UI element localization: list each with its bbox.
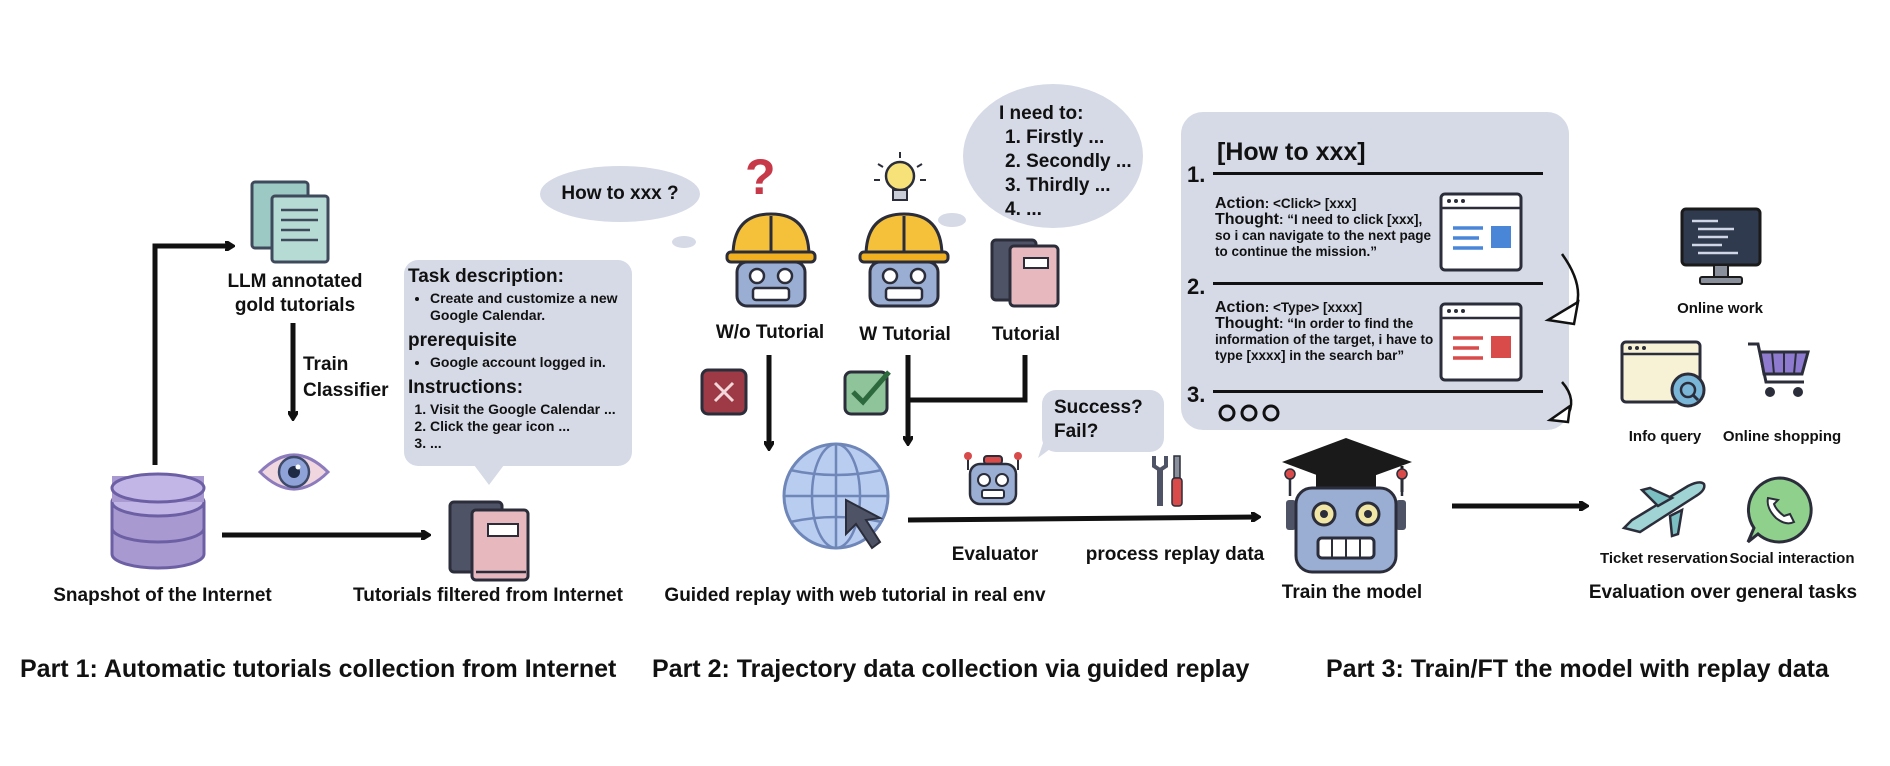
prereq-item: Google account logged in. (430, 354, 622, 371)
tutorial-label: Tutorial (991, 324, 1061, 345)
success-bubble-tail (1038, 440, 1062, 458)
success-fail-bubble: Success? Fail? (1042, 390, 1164, 452)
train-label: Train (303, 354, 349, 375)
train-model-label: Train the model (1281, 582, 1423, 603)
step2-action-val: : <Type> [xxxx] (1264, 300, 1363, 315)
train-classifier-label: Train Classifier (303, 352, 389, 404)
instruction-item: Click the gear icon ... (430, 418, 622, 435)
step2-thought-key: Thought (1215, 315, 1279, 332)
evaluation-label: Evaluation over general tasks (1588, 582, 1858, 603)
tools-icon (1152, 455, 1183, 507)
ticket-reservation-label: Ticket reservation (1599, 550, 1729, 567)
plan-text: I need to: 1. Firstly ... 2. Secondly ..… (999, 102, 1132, 222)
gold-label-line2: gold tutorials (234, 295, 356, 316)
how-to-text: How to xxx ? (561, 183, 679, 204)
step1-thought-val: : “I need to click [xxx], so i can navig… (1215, 212, 1432, 259)
online-shopping-label: Online shopping (1722, 428, 1842, 445)
prerequisite-heading: prerequisite (408, 330, 517, 351)
graduate-robot-icon (1282, 438, 1412, 574)
card-divider (1213, 390, 1543, 393)
evaluator-label: Evaluator (951, 544, 1039, 565)
plan-step: 2. Secondly ... (1005, 151, 1132, 172)
task-item: Create and customize a new Google Calend… (430, 290, 622, 324)
robot-without-tutorial-icon (725, 212, 817, 308)
airplane-icon (1621, 481, 1706, 538)
plan-line-heading: I need to: (999, 103, 1084, 124)
gold-tutorials-label: LLM annotated gold tutorials (205, 270, 385, 318)
part1-title: Part 1: Automatic tutorials collection f… (20, 655, 617, 683)
evaluator-robot-icon (964, 452, 1022, 506)
part3-title: Part 3: Train/FT the model with replay d… (1326, 655, 1829, 683)
step-number-2: 2. (1187, 274, 1206, 299)
shopping-cart-icon (1748, 342, 1810, 397)
prereq-items-list: Google account logged in. (408, 354, 622, 371)
classifier-label: Classifier (303, 380, 389, 401)
success-check-icon (843, 370, 891, 416)
card-flow-arrows (1544, 253, 1580, 424)
instructions-heading: Instructions: (408, 377, 524, 398)
database-icon (110, 472, 206, 570)
part2-title: Part 2: Trajectory data collection via g… (652, 655, 1250, 683)
guided-replay-label: Guided replay with web tutorial in real … (664, 585, 1046, 606)
task-heading: Task description: (408, 266, 564, 287)
step-number-1: 1. (1187, 162, 1206, 187)
plan-step: 3. Thirdly ... (1005, 175, 1111, 196)
robot-with-tutorial-icon (858, 212, 950, 308)
browser-window-icon (1439, 302, 1523, 382)
filtered-label: Tutorials filtered from Internet (353, 585, 623, 606)
fail-text: Fail? (1054, 421, 1099, 442)
task-items-list: Create and customize a new Google Calend… (408, 290, 622, 324)
step-number-3: 3. (1187, 382, 1206, 407)
card-divider (1213, 282, 1543, 285)
instruction-item: Visit the Google Calendar ... (430, 401, 622, 418)
thought-dot (938, 213, 966, 227)
wo-tutorial-label: W/o Tutorial (715, 322, 825, 343)
process-replay-label: process replay data (1085, 544, 1265, 565)
plan-thought-bubble: I need to: 1. Firstly ... 2. Secondly ..… (963, 84, 1143, 228)
line-tutorial-join (908, 355, 1028, 403)
gold-label-line1: LLM annotated (227, 271, 363, 292)
step1-action-key: Action (1215, 195, 1265, 212)
online-work-label: Online work (1677, 300, 1763, 317)
arrow-replay-to-model (907, 517, 1258, 523)
w-tutorial-label: W Tutorial (859, 324, 951, 345)
task-box-tail (474, 465, 504, 485)
arrow-db-to-gold (152, 246, 232, 465)
light-bulb-icon (874, 152, 926, 201)
social-interaction-label: Social interaction (1729, 550, 1855, 567)
card-heading: [How to xxx] (1217, 138, 1366, 166)
books-icon (448, 500, 530, 582)
step1-text: Action: <Click> [xxx] Thought: “I need t… (1215, 196, 1437, 260)
snapshot-label: Snapshot of the Internet (53, 585, 272, 606)
info-query-label: Info query (1628, 428, 1702, 445)
web-globe-icon (782, 442, 890, 550)
thought-dot (672, 236, 696, 248)
question-mark-icon: ? (745, 149, 776, 205)
instructions-list: Visit the Google Calendar ... Click the … (408, 401, 622, 452)
success-text: Success? (1054, 397, 1143, 418)
info-query-icon (1620, 340, 1706, 408)
plan-step: 1. Firstly ... (1005, 127, 1105, 148)
eye-icon (257, 453, 331, 491)
monitor-icon (1680, 207, 1762, 285)
plan-step: 4. ... (1005, 199, 1042, 220)
documents-icon (250, 180, 330, 264)
social-chat-icon (1746, 476, 1813, 544)
step1-thought-key: Thought (1215, 211, 1279, 228)
instruction-item: ... (430, 435, 622, 452)
step2-text: Action: <Type> [xxxx] Thought: “In order… (1215, 300, 1437, 364)
how-to-thought-bubble: How to xxx ? (540, 166, 700, 222)
step2-action-key: Action (1215, 299, 1265, 316)
tutorial-book-icon (990, 238, 1060, 308)
step1-action-val: : <Click> [xxx] (1264, 196, 1357, 211)
card-divider (1213, 172, 1543, 175)
ellipsis-circles-icon (1218, 404, 1280, 422)
task-description-box: Task description: Create and customize a… (404, 260, 632, 466)
step2-thought-val: : “In order to find the information of t… (1215, 316, 1434, 363)
fail-cross-icon (700, 368, 748, 416)
browser-window-icon (1439, 192, 1523, 272)
trajectory-card: [How to xxx] 1. Action: <Click> [xxx] Th… (1181, 112, 1569, 430)
